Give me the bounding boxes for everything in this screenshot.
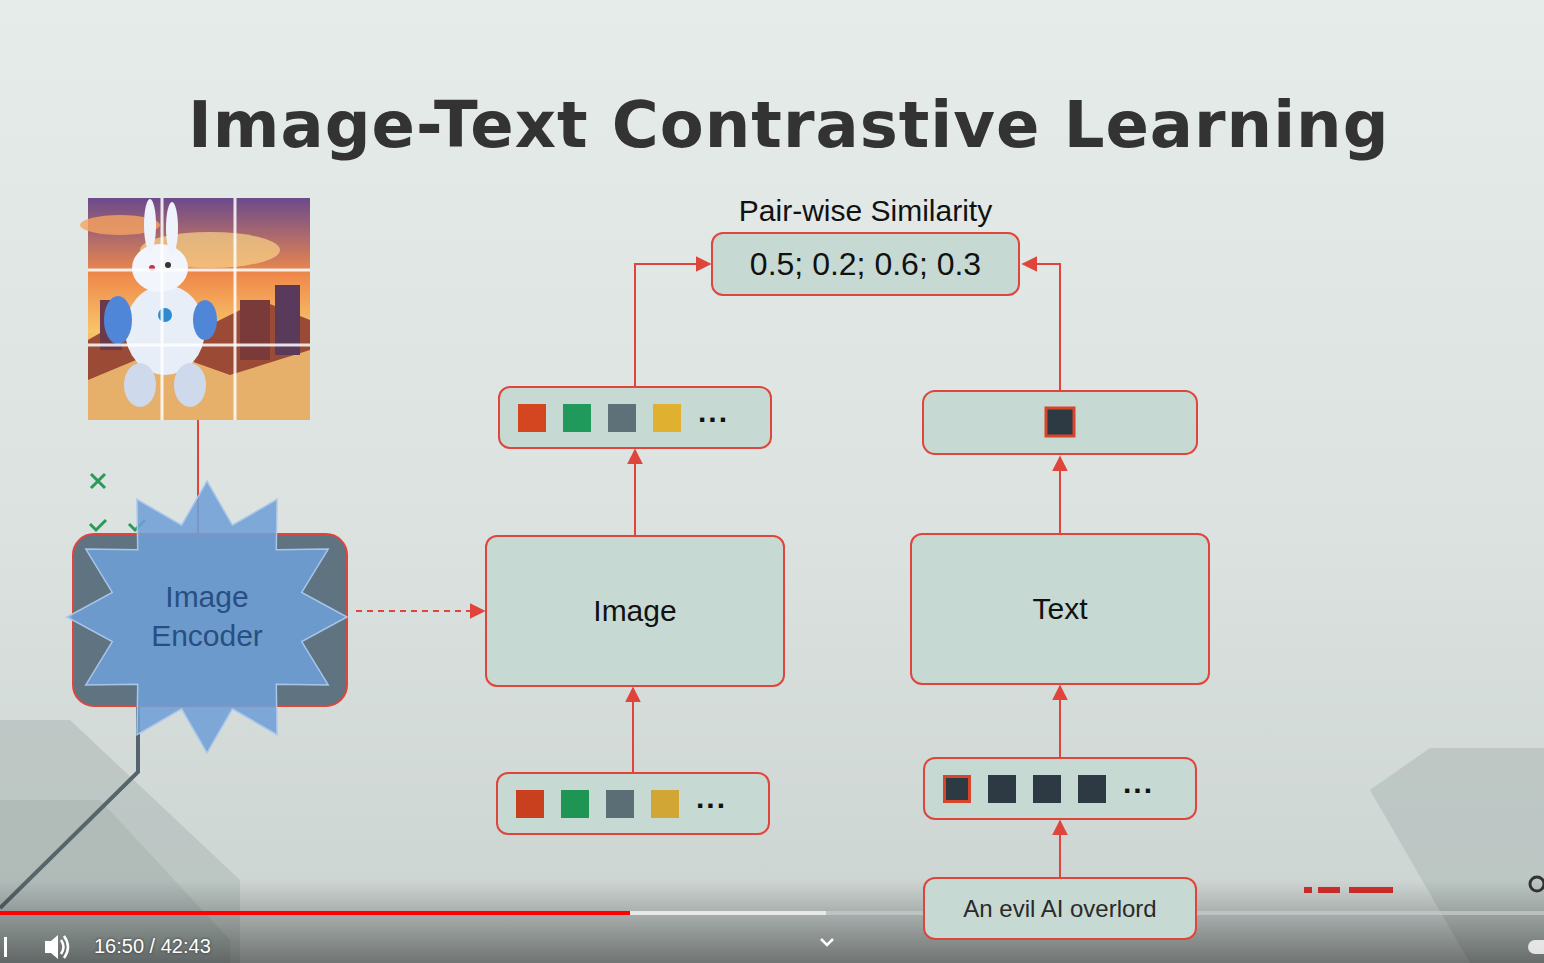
video-time: 16:50 / 42:43: [94, 935, 211, 958]
progress-loaded: [0, 911, 826, 915]
volume-icon: [45, 935, 68, 959]
encoder-box: Image Encoder: [72, 533, 348, 707]
text-model-box: Text: [910, 533, 1210, 685]
connector-arrow: [1059, 686, 1061, 757]
box-label: Image: [593, 594, 676, 628]
progress-played: [0, 911, 630, 915]
encoder-label: Image Encoder: [132, 577, 282, 655]
image-model-box: Image: [485, 535, 785, 687]
token-square: [563, 404, 591, 432]
connector-arrow: [634, 450, 636, 535]
token-square: [518, 404, 546, 432]
box-heading: Pair-wise Similarity: [713, 194, 1018, 228]
ellipsis: ...: [698, 395, 729, 429]
token-square: [1033, 775, 1061, 803]
box-label: Text: [1032, 592, 1087, 626]
image-embedding-box: ...: [498, 386, 772, 449]
token-square: [988, 775, 1016, 803]
chevron-icon: [821, 939, 833, 945]
box-label: An evil AI overlord: [963, 895, 1156, 923]
settings-icon: [1530, 877, 1544, 891]
text-token-box: ...: [923, 757, 1197, 820]
text-input-box: An evil AI overlord: [923, 877, 1197, 940]
text-embedding-token: [1046, 408, 1074, 436]
text-embedding-box: [923, 391, 1197, 454]
token-square: [943, 775, 971, 803]
token-square: [561, 790, 589, 818]
next-icon: [4, 937, 7, 957]
connector-arrow: [1059, 821, 1061, 877]
token-square: [608, 404, 636, 432]
bg-line: [0, 707, 138, 908]
image-token-box: ...: [496, 772, 770, 835]
ellipsis: ...: [1123, 766, 1154, 800]
token-square: [606, 790, 634, 818]
text-arrow: [1023, 264, 1060, 391]
token-square: [651, 790, 679, 818]
token-square: [653, 404, 681, 432]
connector-arrow: [356, 610, 484, 612]
token-square: [1078, 775, 1106, 803]
similarity-box: Pair-wise Similarity0.5; 0.2; 0.6; 0.3: [711, 232, 1020, 296]
toggle-icon: [1528, 940, 1544, 954]
connector-arrow: [632, 688, 634, 772]
text-arrow: [1059, 457, 1061, 533]
connector-arrow: [635, 264, 710, 386]
token-square: [516, 790, 544, 818]
player-shade: [0, 880, 1544, 963]
similarity-values: 0.5; 0.2; 0.6; 0.3: [750, 246, 981, 283]
illustration: [80, 198, 310, 420]
slide-title: Image-Text Contrastive Learning: [188, 88, 1389, 162]
progress-buffer: [0, 911, 1544, 915]
ellipsis: ...: [696, 781, 727, 815]
